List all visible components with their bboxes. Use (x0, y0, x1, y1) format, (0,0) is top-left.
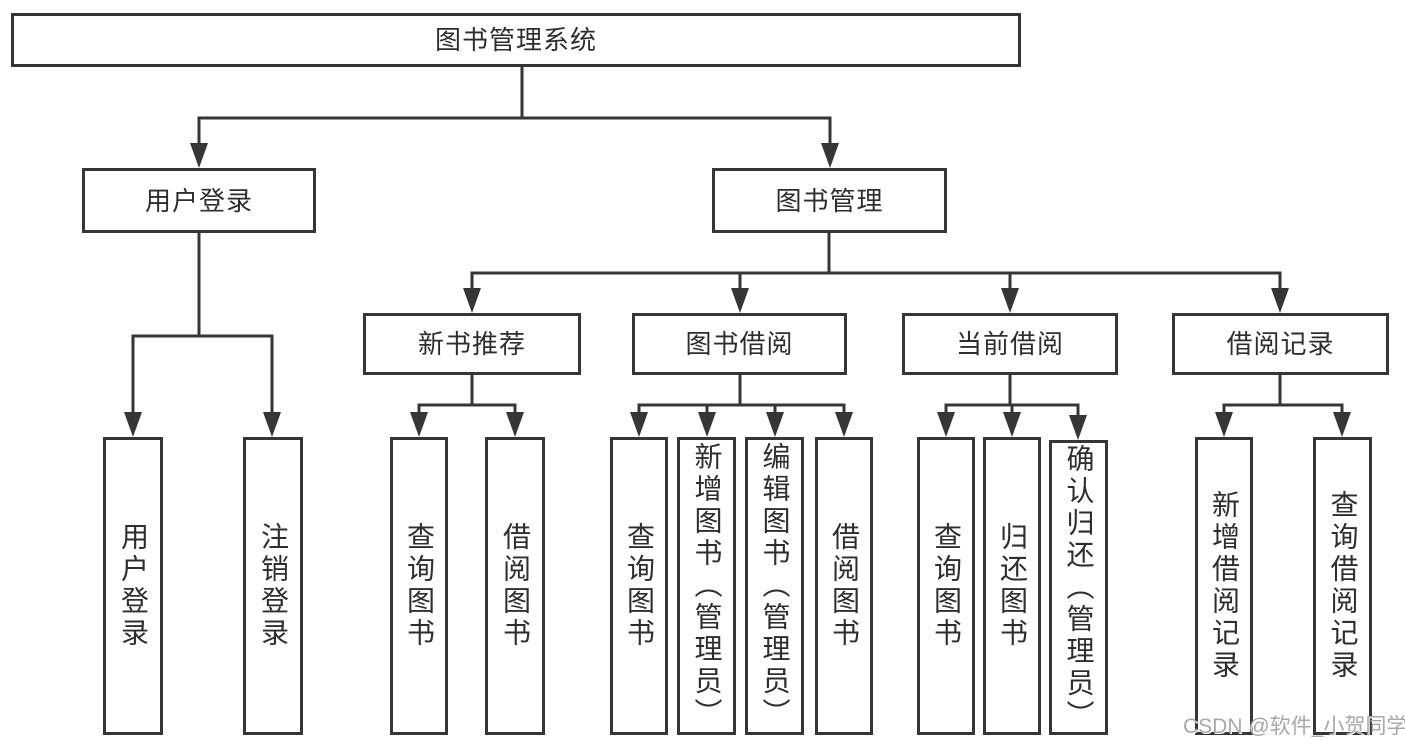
node-book-management: 图书管理 (712, 168, 947, 233)
leaf-borrow-book-recommend-label: 借阅图书 (500, 522, 531, 650)
leaf-confirm-return-admin: 确认归还（管理员） (1049, 440, 1108, 735)
leaf-logout: 注销登录 (243, 437, 303, 735)
leaf-logout-label: 注销登录 (258, 522, 289, 650)
node-book-borrowing-label: 图书借阅 (685, 329, 794, 359)
node-library-management-system: 图书管理系统 (11, 13, 1021, 67)
node-new-book-recommendation-label: 新书推荐 (417, 329, 526, 359)
node-library-management-system-label: 图书管理系统 (434, 25, 597, 55)
leaf-add-borrow-record: 新增借阅记录 (1195, 437, 1253, 735)
leaf-query-borrow-record-label: 查询借阅记录 (1327, 490, 1359, 682)
leaf-add-borrow-record-label: 新增借阅记录 (1209, 490, 1240, 682)
leaf-add-book-admin-label: 新增图书（管理员） (691, 442, 723, 730)
leaf-borrow-book-recommend: 借阅图书 (485, 437, 545, 735)
leaf-borrow-book-label: 借阅图书 (829, 522, 860, 650)
leaf-edit-book-admin-label: 编辑图书（管理员） (759, 442, 791, 730)
leaf-query-book-current: 查询图书 (917, 437, 975, 735)
node-current-borrowing-label: 当前借阅 (955, 329, 1064, 359)
leaf-query-book-borrow: 查询图书 (610, 437, 668, 735)
node-new-book-recommendation: 新书推荐 (363, 313, 581, 375)
node-book-borrowing: 图书借阅 (632, 313, 847, 375)
leaf-query-book-recommend-label: 查询图书 (404, 522, 435, 650)
node-user-login-label: 用户登录 (144, 185, 253, 216)
leaf-add-book-admin: 新增图书（管理员） (677, 437, 736, 735)
leaf-query-book-current-label: 查询图书 (931, 522, 962, 650)
csdn-watermark: CSDN @软件_小贺同学 (1183, 715, 1405, 738)
leaf-user-login-label: 用户登录 (118, 522, 149, 650)
leaf-confirm-return-admin-label: 确认归还（管理员） (1063, 443, 1095, 732)
leaf-edit-book-admin: 编辑图书（管理员） (745, 437, 804, 735)
leaf-query-borrow-record: 查询借阅记录 (1313, 437, 1372, 735)
node-user-login: 用户登录 (82, 168, 316, 233)
leaf-query-book-borrow-label: 查询图书 (624, 522, 655, 650)
node-book-management-label: 图书管理 (775, 185, 884, 216)
leaf-return-book: 归还图书 (983, 437, 1041, 735)
node-borrowing-records-label: 借阅记录 (1226, 329, 1335, 359)
node-current-borrowing: 当前借阅 (902, 313, 1118, 375)
leaf-user-login: 用户登录 (103, 437, 163, 735)
node-borrowing-records: 借阅记录 (1172, 313, 1389, 375)
leaf-query-book-recommend: 查询图书 (390, 437, 448, 735)
leaf-return-book-label: 归还图书 (997, 522, 1028, 650)
leaf-borrow-book: 借阅图书 (815, 437, 873, 735)
